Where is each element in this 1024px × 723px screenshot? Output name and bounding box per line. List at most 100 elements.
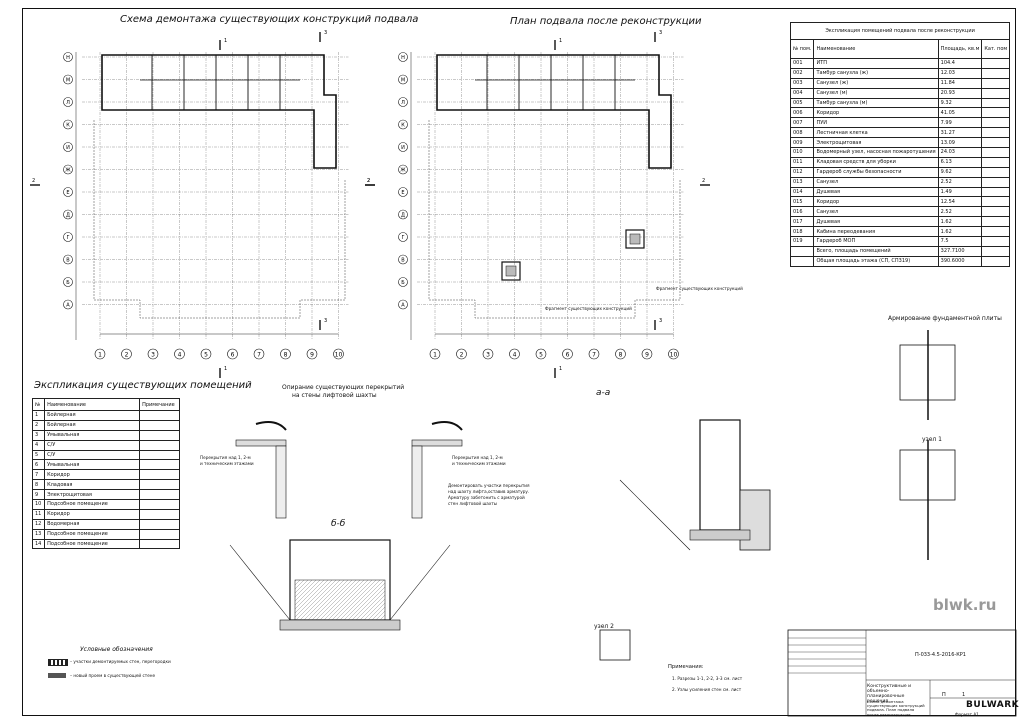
stamp-sheet-title: Конструктивные и объемно-планировочные р…	[867, 684, 912, 704]
axis-letter: Г	[66, 235, 69, 241]
axis-letter: Ж	[400, 168, 406, 174]
shaft-section	[699, 419, 741, 531]
axis-bubble	[63, 164, 73, 175]
table-cell	[139, 538, 180, 550]
ceiling-note-1: Перекрытия над 1, 2-м	[200, 455, 251, 460]
ceiling-note-4: и техническим этажами	[452, 461, 506, 466]
fragment-core	[505, 265, 517, 277]
foundation-slab	[279, 619, 401, 631]
axis-number: 8	[284, 352, 288, 359]
sheet-frame	[22, 8, 1016, 716]
axis-number: 6	[566, 352, 570, 359]
axis-bubble	[63, 277, 73, 287]
axis-letter: Б	[66, 280, 70, 286]
ceiling-note-3: Перекрытия над 1, 2-м	[452, 455, 503, 460]
axis-bubble	[94, 348, 106, 360]
axis-bubble	[429, 348, 441, 360]
axis-letter: А	[66, 303, 70, 309]
section-mark-label: 3	[659, 318, 662, 324]
ceiling-note-2: и техническим этажами	[200, 461, 254, 466]
existing-rooms-title: Экспликация существующих помещений	[34, 380, 252, 391]
bulwark-logo: BULWARK	[966, 700, 1020, 710]
axis-letter: Л	[66, 100, 70, 106]
fragment-outline	[501, 261, 521, 281]
axis-letter: К	[66, 123, 70, 129]
axis-number: 10	[670, 352, 678, 359]
legend-opening-swatch	[48, 673, 66, 678]
section-mark-label: 1	[224, 366, 227, 372]
axis-letter: И	[401, 145, 405, 151]
axis-number: 4	[178, 352, 182, 359]
section-mark-label: 1	[559, 38, 562, 44]
axis-letter: Ж	[65, 168, 71, 174]
node2-title: узел 2	[594, 623, 614, 630]
table-cell: 14	[31, 538, 46, 550]
fragment-outline	[625, 229, 645, 249]
axis-letter: Е	[66, 190, 69, 196]
section-mark-label: 1	[559, 366, 562, 372]
axis-number: 7	[592, 352, 596, 359]
demolish-note-1: Демонтировать участки перекрытия	[448, 483, 530, 488]
axis-bubble	[398, 232, 408, 242]
axis-number: 9	[645, 352, 649, 359]
rooms-after-table: Экспликация помещений подвала после реко…	[789, 22, 1011, 267]
legend-item-2: – новый проем в существующей стене	[70, 673, 156, 678]
legend-demolish-swatch	[48, 659, 68, 666]
section-mark-label: 1	[224, 38, 227, 44]
stamp-drawing-name: Схема демонтажа существующих конструкций…	[867, 699, 925, 717]
rebar-hook	[255, 421, 287, 431]
axis-bubble	[398, 254, 408, 265]
total-label: Общая площадь этажа (СП, СП319)	[813, 255, 939, 267]
axis-letter: Д	[66, 213, 70, 219]
axis-bubble	[535, 348, 547, 360]
axis-bubble	[306, 348, 318, 360]
basement-walls	[436, 54, 672, 169]
axis-number: 6	[231, 352, 235, 359]
axis-bubble	[398, 52, 408, 62]
axis-bubble	[63, 254, 73, 265]
stamp-format: Формат А1	[955, 712, 979, 717]
axis-bubble	[63, 119, 73, 130]
notes-line-1: 1. Разрезы 1-1, 2-2, 3-3 см. лист	[672, 676, 743, 681]
axis-bubble	[509, 348, 520, 360]
notes-line-2: 2. Узлы усиления стен см. лист	[672, 687, 742, 692]
shaft-wall	[275, 445, 287, 519]
slab-section	[411, 439, 463, 447]
axis-bubble	[63, 142, 73, 152]
fragment-note-1: Фрагмент существующих конструкций	[545, 306, 632, 311]
section-mark-label: 3	[324, 30, 327, 36]
axis-bubble	[562, 348, 573, 360]
axis-letter: Г	[401, 235, 404, 241]
axis-number: 2	[460, 352, 464, 359]
col-area: Площадь, кв.м	[937, 39, 983, 59]
shaft-wall	[411, 445, 423, 519]
axis-letter: Н	[401, 55, 405, 61]
axis-letter: В	[401, 258, 405, 264]
section-mark-label: 2	[367, 178, 370, 184]
section-mark-label: 2	[702, 178, 705, 184]
table-cell	[789, 255, 815, 267]
building-outline	[93, 120, 346, 319]
title-block	[787, 629, 1017, 717]
axis-letter: К	[401, 123, 405, 129]
axis-bubble	[280, 348, 291, 360]
section-aa-title: а-а	[596, 388, 611, 398]
rebar-hook	[431, 421, 463, 431]
stamp-stage: П	[942, 692, 946, 698]
axis-bubble	[398, 299, 408, 310]
section-bb-title: б-б	[331, 519, 346, 529]
axis-number: 4	[513, 352, 517, 359]
axis-bubble	[121, 348, 132, 360]
axis-bubble	[63, 232, 73, 242]
axis-bubble	[200, 348, 212, 360]
axis-bubble	[333, 348, 344, 360]
axis-number: 1	[98, 352, 102, 359]
axis-bubble	[588, 348, 600, 360]
slope-line	[619, 479, 691, 551]
existing-foundation	[739, 489, 771, 551]
axis-bubble	[615, 348, 626, 360]
axis-bubble	[63, 209, 73, 220]
demolition-scheme-title: Схема демонтажа существующих конструкций…	[120, 14, 419, 25]
